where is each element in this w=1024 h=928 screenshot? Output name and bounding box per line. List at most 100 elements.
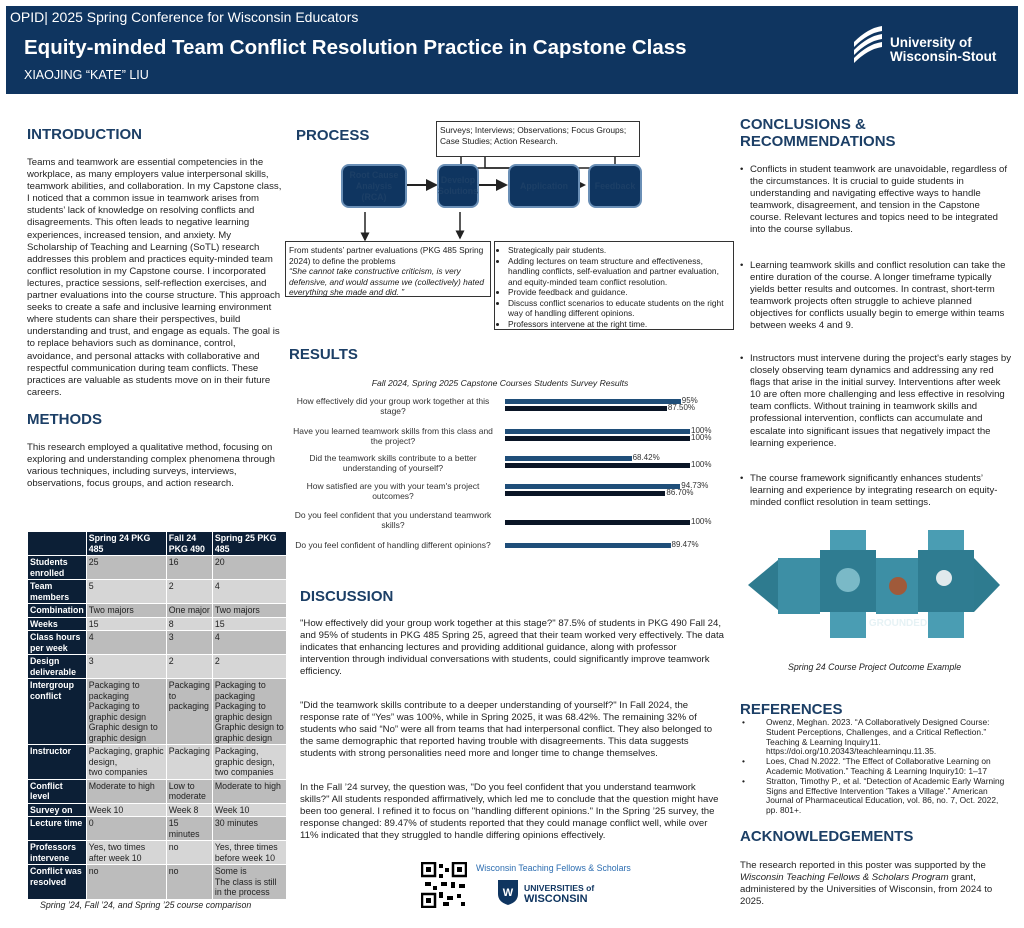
poster-title: Equity-minded Team Conflict Resolution P… xyxy=(24,36,687,59)
chart-category-label: How satisfied are you with your team's p… xyxy=(306,481,480,501)
table-cell: no xyxy=(165,864,213,900)
table-cell: Packaging, graphic design, two companies xyxy=(85,744,167,780)
table-cell: 15 minutes xyxy=(165,816,213,841)
conclusion-text: Learning teamwork skills and conflict re… xyxy=(740,260,1012,333)
table-cell: One major xyxy=(165,603,213,618)
solution-item: Adding lectures on team structure and ef… xyxy=(508,256,730,288)
ack-text-after: grant, administered by the Universities … xyxy=(740,872,993,908)
solution-item: Discuss conflict scenarios to educate st… xyxy=(508,298,730,319)
chart-bar xyxy=(505,399,681,404)
table-header-cell: Spring 24 PKG 485 xyxy=(85,531,167,556)
references-heading: REFERENCES xyxy=(740,701,843,718)
table-cell: 4 xyxy=(211,579,288,604)
reference-item: Loes, Chad N.2022. “The Effect of Collab… xyxy=(740,756,1010,777)
process-heading: PROCESS xyxy=(296,127,370,144)
universities-line2: WISCONSIN xyxy=(524,893,588,905)
table-cell: 16 xyxy=(165,555,213,580)
chart-data-label: 100% xyxy=(691,460,712,469)
conclusions-heading-line1: CONCLUSIONS & xyxy=(740,116,866,133)
table-cell: Moderate to high xyxy=(85,778,167,804)
evaluation-intro: From students’ partner evaluations (PKG … xyxy=(289,245,484,266)
introduction-text: Teams and teamwork are essential compete… xyxy=(27,157,282,398)
table-cell: Moderate to high xyxy=(211,778,288,804)
table-cell: 2 xyxy=(165,654,213,679)
table-row-label: Survey on xyxy=(27,802,87,817)
table-row-label: Combination xyxy=(27,603,87,618)
chart-bar xyxy=(505,463,690,468)
universities-logo-text: UNIVERSITIES of WISCONSIN xyxy=(524,883,594,905)
university-line1: University of xyxy=(890,35,972,50)
conclusion-text: Conflicts in student teamwork are unavoi… xyxy=(740,164,1012,237)
table-cell: no xyxy=(85,864,167,900)
chart-data-label: 94.73% xyxy=(681,481,709,490)
table-cell: Low to moderate xyxy=(165,778,213,804)
reference-item: Stratton, Timothy P., et al. “Detection … xyxy=(740,776,1010,816)
chart-bar xyxy=(505,429,690,434)
discussion-paragraph: "How effectively did your group work tog… xyxy=(300,618,724,678)
table-cell: Packaging xyxy=(165,744,213,780)
image-caption: Spring 24 Course Project Outcome Example xyxy=(788,662,962,672)
table-cell: 2 xyxy=(165,579,213,604)
chart-data-label: 87.50% xyxy=(667,403,696,412)
table-cell: Two majors xyxy=(85,603,167,618)
chart-bar xyxy=(505,491,666,496)
chart-title: Fall 2024, Spring 2025 Capstone Courses … xyxy=(371,378,629,388)
university-line2: Wisconsin-Stout xyxy=(890,49,997,64)
table-header-cell: Spring 25 PKG 485 xyxy=(211,531,288,556)
table-cell: 3 xyxy=(165,630,213,655)
conclusion-item-2: Learning teamwork skills and conflict re… xyxy=(740,260,1012,333)
results-heading: RESULTS xyxy=(289,346,358,363)
evaluation-box: From students’ partner evaluations (PKG … xyxy=(285,241,491,297)
poster-header xyxy=(6,6,1018,94)
universities-line1: UNIVERSITIES of xyxy=(524,883,595,893)
table-cell: 15 xyxy=(211,616,288,631)
chart-bar xyxy=(505,406,667,411)
chart-data-label: 86.70% xyxy=(666,488,694,497)
university-name: University of Wisconsin-Stout xyxy=(890,36,996,64)
table-cell: 25 xyxy=(85,555,167,580)
chart-data-label: 100% xyxy=(691,433,712,442)
chart-category-label: How effectively did your group work toge… xyxy=(296,396,490,416)
table-cell: 2 xyxy=(211,654,288,679)
table-cell: Yes, three times before week 10 xyxy=(211,840,288,865)
table-cell: 4 xyxy=(211,630,288,655)
conclusion-text: Instructors must intervene during the pr… xyxy=(740,353,1012,450)
conclusion-item-4: The course framework significantly enhan… xyxy=(740,473,1012,509)
reference-item: Owenz, Meghan. 2023. “A Collaboratively … xyxy=(740,717,1010,757)
ack-text-before: The research reported in this poster was… xyxy=(740,860,986,871)
discussion-paragraph: In the Fall ’24 survey, the question was… xyxy=(300,782,719,842)
table-header-cell xyxy=(27,531,87,556)
conclusion-item-3: Instructors must intervene during the pr… xyxy=(740,353,1012,450)
university-logo-icon xyxy=(854,26,882,63)
table-row-label: Team members xyxy=(27,579,87,604)
solution-item: Strategically pair students. xyxy=(508,245,730,256)
process-node-feedback: Feedback xyxy=(588,164,642,208)
table-cell: no xyxy=(165,840,213,865)
acknowledgements-heading: ACKNOWLEDGEMENTS xyxy=(740,828,914,845)
table-row-label: Class hours per week xyxy=(27,630,87,655)
table-cell: 8 xyxy=(165,616,213,631)
table-cell: 20 xyxy=(211,555,288,580)
qr-code-icon xyxy=(421,862,467,908)
chart-bar xyxy=(505,436,690,441)
ack-program-name: Wisconsin Teaching Fellows & Scholars Pr… xyxy=(740,872,949,884)
table-cell: Some is The class is still in the proces… xyxy=(211,864,288,900)
chart-category-label: Do you feel confident of handling differ… xyxy=(295,540,491,550)
methods-text: This research employed a qualitative met… xyxy=(27,442,276,490)
table-cell: Yes, two times after week 10 xyxy=(85,840,167,865)
acknowledgements-text: The research reported in this poster was… xyxy=(740,860,1012,908)
conclusions-heading: CONCLUSIONS & RECOMMENDATIONS xyxy=(740,116,896,150)
chart-data-label: 100% xyxy=(691,517,712,526)
table-cell: Week 10 xyxy=(211,802,288,817)
conclusions-heading-line2: RECOMMENDATIONS xyxy=(740,133,896,150)
chart-data-label: 100% xyxy=(691,426,712,435)
table-cell: Packaging to packaging Packaging to grap… xyxy=(211,678,288,745)
